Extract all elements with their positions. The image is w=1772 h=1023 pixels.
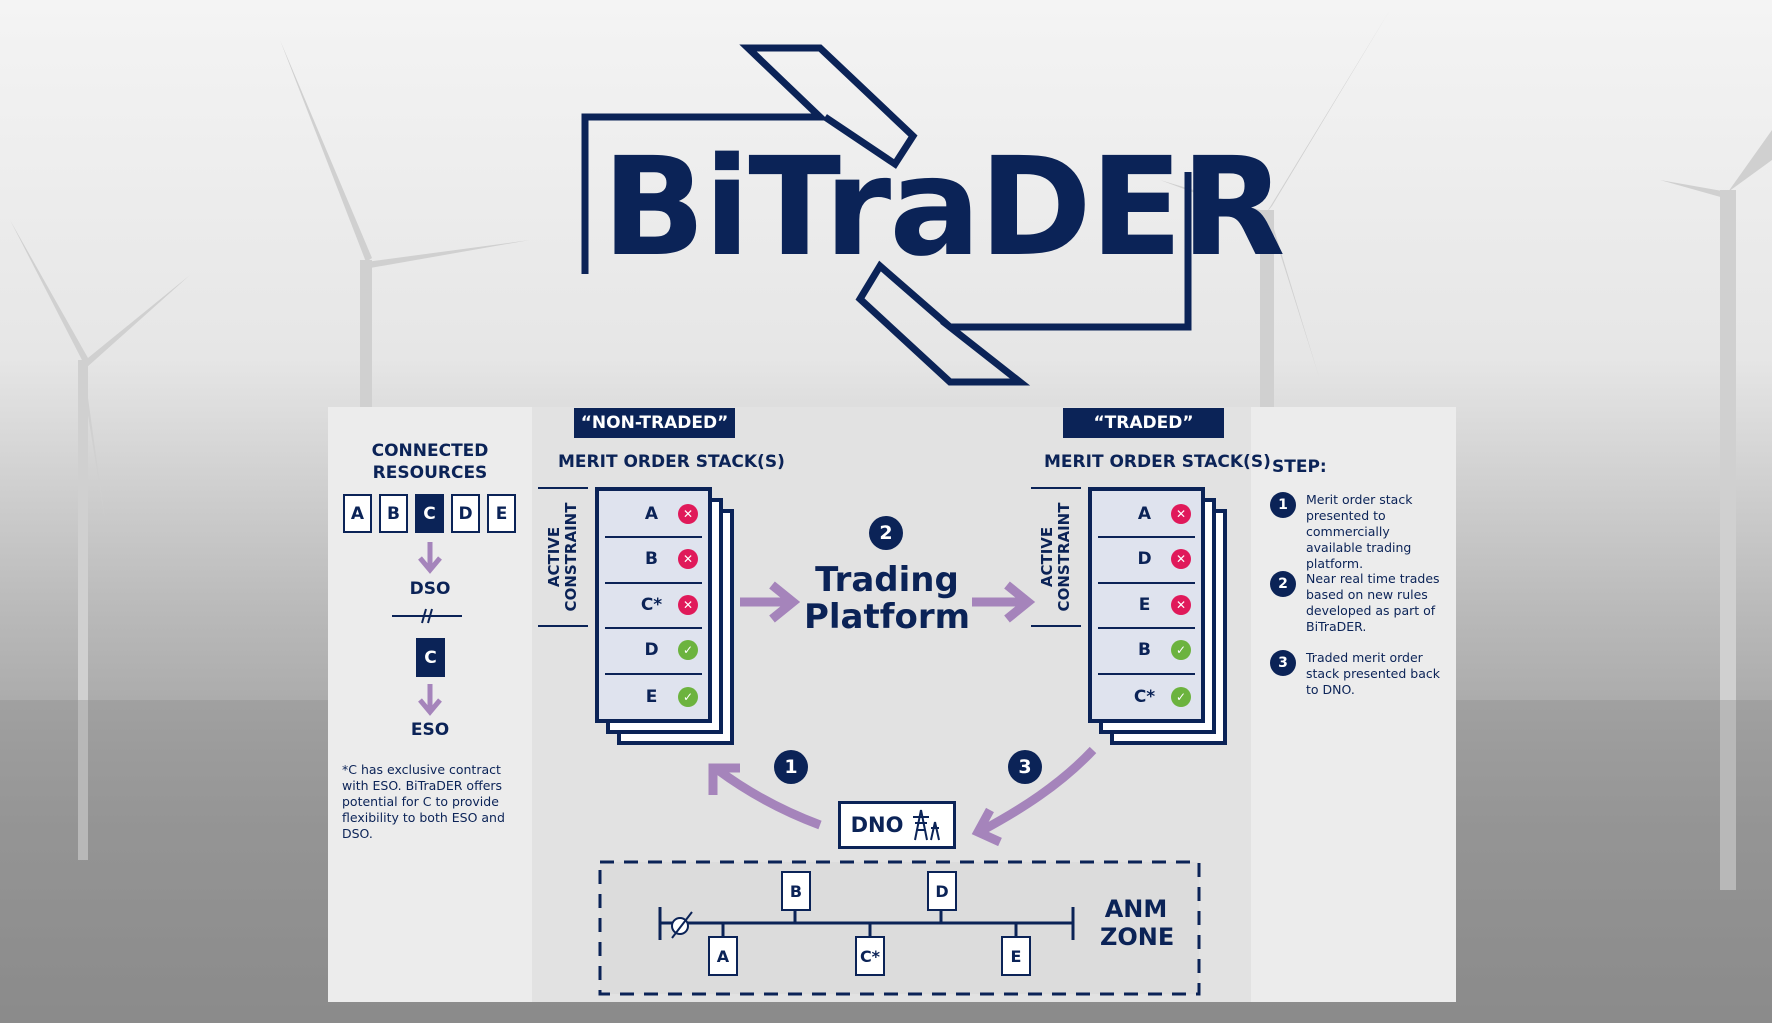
arrow-down-icon — [418, 684, 442, 716]
stack-front: A✕D✕E✕B✓C*✓ — [1088, 487, 1205, 723]
cross-icon: ✕ — [1171, 594, 1191, 615]
resource-e: E — [487, 494, 516, 533]
logo-arrows — [581, 44, 1192, 386]
step-number: 1 — [1270, 492, 1296, 518]
stack-row-label: E — [1138, 594, 1151, 615]
traded-tag: “TRADED” — [1063, 408, 1224, 438]
stack-row: C* ✕ — [605, 582, 702, 630]
label-line: Trading — [815, 560, 959, 600]
stack-front: A✕B✕C*✕D✓E✓ — [595, 487, 712, 723]
eso-label: ESO — [410, 720, 450, 740]
check-icon: ✓ — [678, 640, 698, 661]
step-3-badge: 3 — [1008, 750, 1042, 784]
step-text: Traded merit order stack presented back … — [1306, 650, 1440, 697]
step-item: 1 Merit order stack presented to commerci… — [1270, 492, 1450, 572]
stack-row-label: B — [1138, 640, 1151, 661]
step-2-badge: 2 — [869, 516, 903, 550]
cross-icon: ✕ — [678, 549, 698, 570]
footnote: *C has exclusive contract with ESO. BiTr… — [342, 762, 505, 841]
non-traded-tag: “NON-TRADED” — [574, 408, 735, 438]
resource-b: B — [379, 494, 408, 533]
label-line: Platform — [803, 597, 971, 637]
step-item: 3 Traded merit order stack presented back… — [1270, 650, 1450, 698]
check-icon: ✓ — [1171, 640, 1191, 661]
stack-row: C* ✓ — [1098, 673, 1195, 720]
anm-zone-label: ANM ZONE — [1100, 895, 1175, 951]
dno-box: DNO — [838, 801, 956, 849]
check-icon: ✓ — [1171, 686, 1191, 707]
logo-title: BiTraDER — [602, 129, 1285, 287]
anm-node-c: C* — [855, 936, 885, 976]
resource-c: C — [415, 494, 444, 533]
active-constraint-bracket — [538, 487, 588, 627]
dso-label: DSO — [409, 579, 451, 599]
label-line: ANM — [1104, 895, 1168, 923]
step-number: 2 — [1270, 571, 1296, 597]
step-item: 2 Near real time trades based on new rule… — [1270, 571, 1450, 635]
stack-row: B✓ — [1098, 628, 1195, 675]
label-line: ACTIVE — [545, 526, 563, 588]
down-arrows — [418, 542, 442, 716]
title-line: RESOURCES — [372, 463, 488, 483]
non-traded-header: MERIT ORDER STACK(S) — [558, 452, 785, 472]
dno-label: DNO — [850, 813, 904, 837]
active-constraint-bracket — [1031, 487, 1081, 627]
steps-title: STEP: — [1272, 457, 1327, 477]
trading-platform-label: Trading Platform — [797, 562, 977, 636]
resource-list: A B C D E — [343, 494, 516, 533]
anm-node-b: B — [781, 871, 811, 911]
stack-row-label: C* — [640, 594, 663, 615]
resource-d: D — [451, 494, 480, 533]
stack-row: E✓ — [605, 673, 702, 720]
cross-icon: ✕ — [1171, 503, 1191, 524]
label-line: CONSTRAINT — [562, 502, 580, 612]
pylon-icon — [913, 809, 941, 841]
check-icon: ✓ — [678, 686, 698, 707]
stack-row-label: E — [645, 686, 658, 707]
stack-row-label: C* — [1133, 686, 1156, 707]
label-line: CONSTRAINT — [1055, 502, 1073, 612]
anm-node-e: E — [1001, 936, 1031, 976]
stack-row: A✕ — [605, 491, 702, 538]
step-1-badge: 1 — [774, 750, 808, 784]
stack-row: D✓ — [605, 628, 702, 675]
resource-a: A — [343, 494, 372, 533]
separator-break-icon — [392, 608, 462, 624]
step-number: 3 — [1270, 650, 1296, 676]
stack-row-label: D — [1137, 549, 1152, 570]
step-text: Merit order stack presented to commercia… — [1306, 492, 1413, 571]
anm-node-d: D — [927, 871, 957, 911]
stack-row-label: B — [645, 549, 658, 570]
stack-row: A✕ — [1098, 491, 1195, 538]
stack-row-label: D — [644, 640, 659, 661]
connected-resources-title: CONNECTED RESOURCES — [360, 440, 500, 484]
stack-row-label: A — [1137, 503, 1152, 524]
cross-icon: ✕ — [678, 503, 698, 524]
non-traded-stack: A✕B✕C*✕D✓E✓ — [595, 487, 734, 745]
step-text: Near real time trades based on new rules… — [1306, 571, 1440, 634]
resource-c-eso: C — [416, 638, 445, 677]
stack-row: B✕ — [605, 537, 702, 584]
label-line: ZONE — [1100, 923, 1175, 951]
title-line: CONNECTED — [371, 441, 489, 461]
stack-row: D✕ — [1098, 537, 1195, 584]
cross-icon: ✕ — [1171, 549, 1191, 570]
stack-row: E✕ — [1098, 582, 1195, 630]
anm-node-a: A — [708, 936, 738, 976]
label-line: ACTIVE — [1038, 526, 1056, 588]
stack-row-label: A — [644, 503, 659, 524]
traded-header: MERIT ORDER STACK(S) — [1044, 452, 1271, 472]
cross-icon: ✕ — [678, 594, 698, 615]
traded-stack: A✕D✕E✕B✓C*✓ — [1088, 487, 1227, 745]
arrow-down-icon — [418, 542, 442, 574]
